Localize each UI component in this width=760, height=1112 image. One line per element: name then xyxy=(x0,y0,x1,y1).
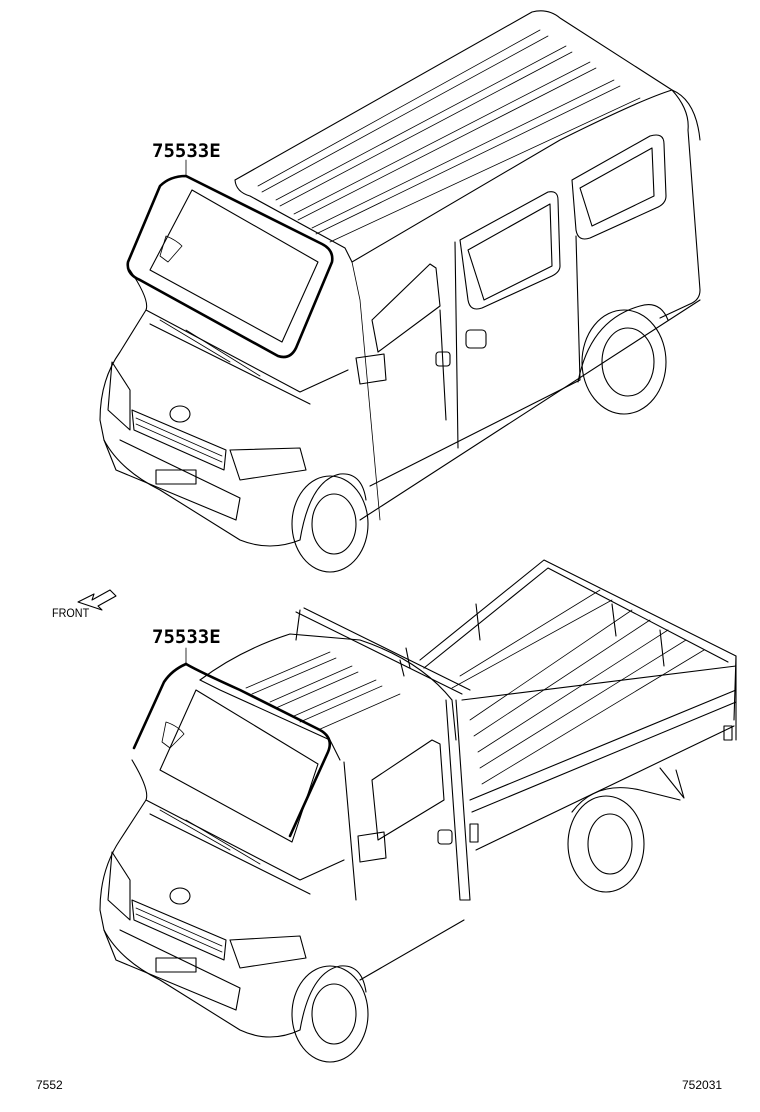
van-slide-handle xyxy=(465,329,487,349)
van-front-wheel xyxy=(291,475,369,573)
van-part-number[interactable]: 75533E xyxy=(152,140,221,162)
van-illustration xyxy=(99,10,701,573)
van-side-window xyxy=(459,191,561,310)
truck-cargo-bed xyxy=(405,559,737,851)
van-right-headlight xyxy=(229,447,307,481)
van-windshield xyxy=(126,174,334,359)
truck-right-headlight xyxy=(229,935,307,969)
van-rear-window xyxy=(571,134,667,240)
truck-rear-wheel xyxy=(567,795,645,893)
van-door-handle xyxy=(435,351,451,367)
truck-plate xyxy=(155,957,197,973)
truck-door-handle xyxy=(437,829,453,845)
van-rear-wheel xyxy=(581,309,667,415)
truck-windshield xyxy=(132,662,332,843)
truck-roof-ribs xyxy=(245,651,401,731)
van-mirror xyxy=(355,353,387,385)
truck-emblem xyxy=(169,887,191,905)
truck-grille xyxy=(131,899,227,961)
truck-mirror xyxy=(357,831,387,863)
footer-right-code: 752031 xyxy=(682,1078,723,1092)
front-arrow-icon xyxy=(77,589,117,611)
truck-part-number[interactable]: 75533E xyxy=(152,626,221,648)
van-front-door-window xyxy=(371,263,441,353)
van-emblem xyxy=(169,405,191,423)
front-direction-label: FRONT xyxy=(52,606,90,620)
van-roof-ribs xyxy=(257,29,641,243)
truck-front-wheel xyxy=(291,965,369,1063)
van-grille xyxy=(131,409,227,471)
truck-left-headlight xyxy=(107,851,131,921)
van-left-headlight xyxy=(107,361,131,431)
van-plate xyxy=(155,469,197,485)
truck-door-window xyxy=(371,739,445,841)
truck-illustration xyxy=(99,559,737,1063)
footer-left-code: 7552 xyxy=(36,1078,63,1092)
